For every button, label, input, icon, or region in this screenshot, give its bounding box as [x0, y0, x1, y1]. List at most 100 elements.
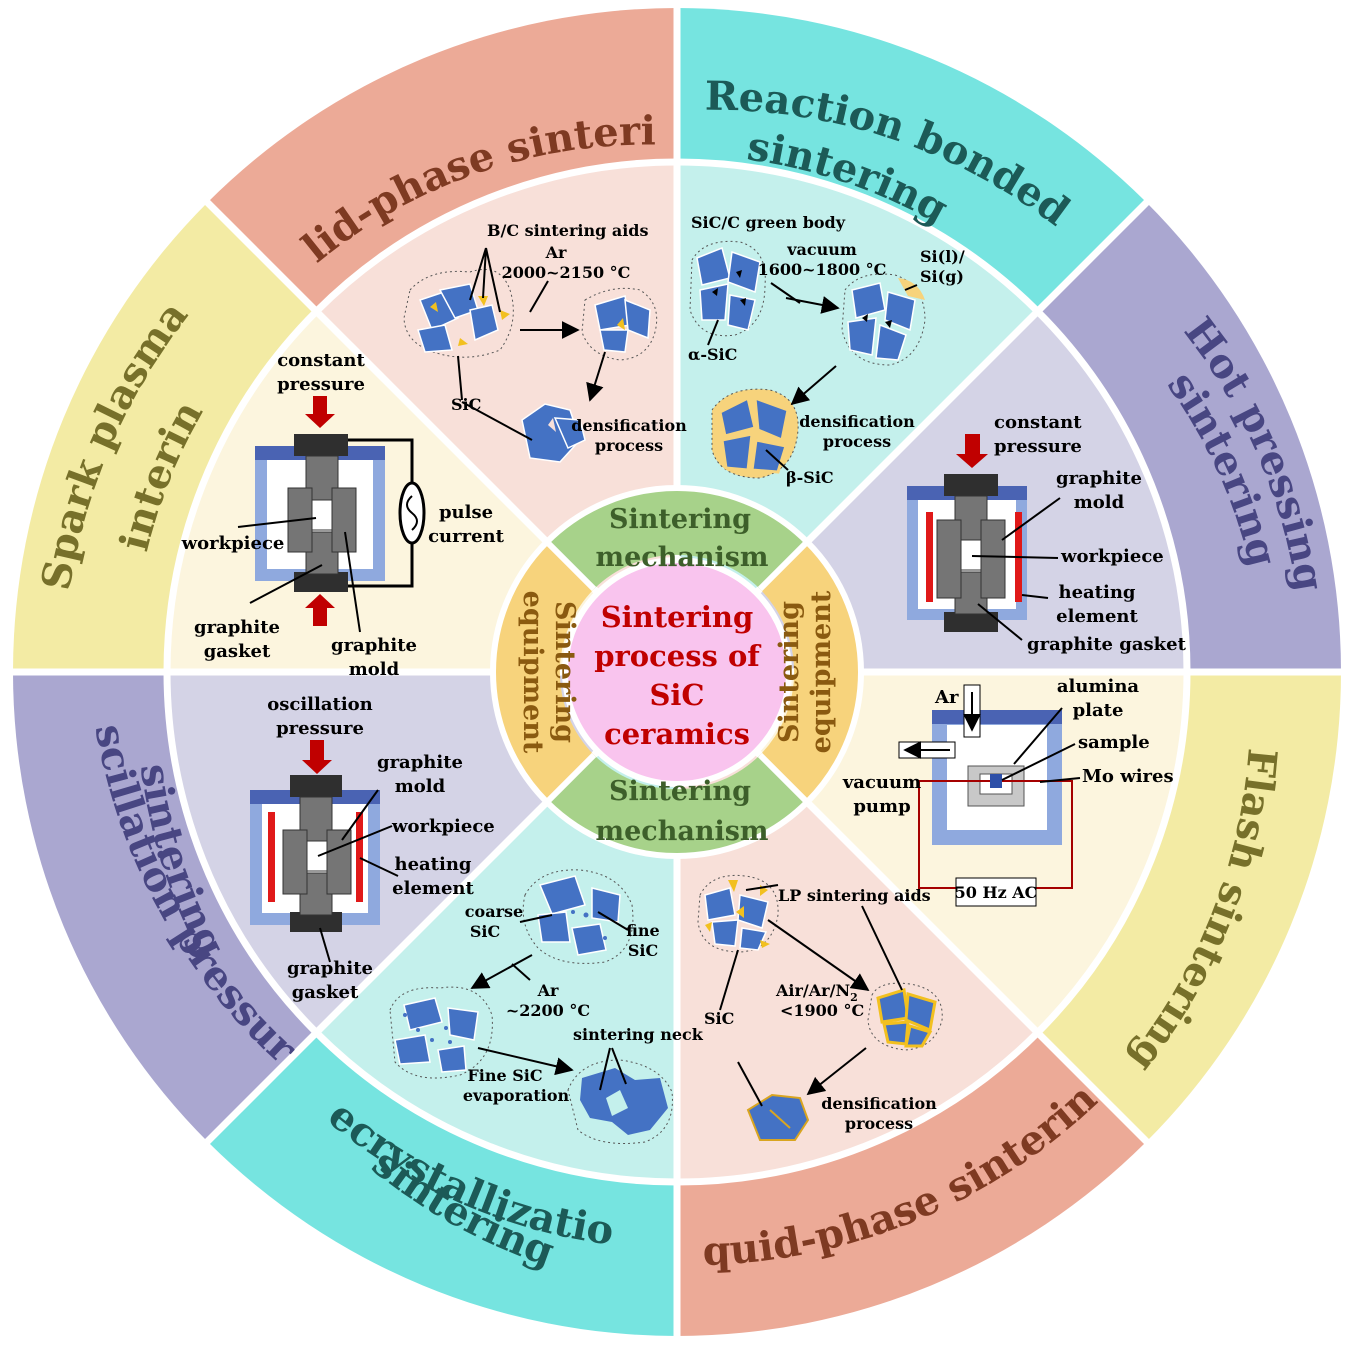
sic-grain	[437, 1045, 467, 1073]
recryst-fine-label-1: fine	[626, 921, 659, 940]
hot-pressing-panel: constant pressure graphite mold workpiec…	[907, 412, 1187, 655]
center-line-4: ceramics	[604, 717, 750, 751]
sic-grain	[851, 282, 886, 319]
inner-ring-left	[493, 542, 594, 802]
oscill-heat-label-1: heating	[394, 854, 471, 875]
oscill-mold-label-1: graphite	[377, 752, 463, 773]
inner-top-label-2: mechanism	[596, 542, 769, 573]
punch-cap	[944, 612, 998, 632]
recryst-evap-label-2: evaporation	[463, 1086, 570, 1105]
reaction-bonded-panel: SiC/C green body vacuum 1600~1800 °C Si(…	[688, 213, 965, 487]
inner-bottom-label-1: Sintering	[609, 776, 751, 807]
recryst-coarse-label-1: coarse	[465, 902, 523, 921]
solid-dens-label-1: densification	[571, 416, 687, 435]
flash-mo-label: Mo wires	[1082, 766, 1174, 787]
inner-ring-top	[547, 488, 807, 589]
spark-plasma-panel: constant pressure pulse current workpiec…	[181, 350, 505, 680]
inner-bottom-label-2: mechanism	[596, 816, 769, 847]
sic-grain	[469, 304, 499, 342]
oscill-mold-label-2: mold	[395, 776, 446, 797]
recryst-neck-label: sintering neck	[573, 1025, 704, 1044]
hot-work-label: workpiece	[1060, 546, 1164, 567]
center-line-1: Sintering	[601, 600, 754, 634]
reaction-dens-label-1: densification	[799, 412, 915, 431]
inner-right-label-1: Sintering	[774, 601, 805, 743]
liquid-temp-label: <1900 °C	[780, 1001, 864, 1020]
hot-press-label-1: constant	[994, 412, 1082, 433]
reaction-dens-label-2: process	[823, 432, 891, 451]
hot-gasket-label: graphite gasket	[1027, 634, 1187, 655]
sic-grain	[394, 1034, 431, 1065]
solid-temp-label: 2000~2150 °C	[502, 263, 631, 282]
ac-source	[955, 877, 1037, 907]
sic-grain	[753, 395, 790, 443]
reaction-alpha-label: α-SiC	[688, 345, 737, 364]
hot-mold-label-1: graphite	[1056, 468, 1142, 489]
sic-grain	[727, 250, 761, 294]
inner-ring-right	[760, 542, 861, 802]
graphite-mold	[326, 829, 352, 895]
flash-ar-label: Ar	[934, 687, 959, 708]
hot-heat-label-2: element	[1056, 606, 1138, 627]
solid-phase-panel: B/C sintering aids Ar 2000~2150 °C SiC d…	[403, 221, 687, 463]
sic-grain	[711, 919, 739, 947]
sic-grain	[720, 432, 754, 472]
reaction-vac-label: vacuum	[786, 240, 857, 259]
sic-grain	[904, 992, 937, 1033]
reaction-si-label-1: Si(l)/	[920, 247, 965, 266]
spark-press-label-2: pressure	[277, 374, 365, 395]
spark-mold-label-2: mold	[349, 659, 400, 680]
hot-mold-label-2: mold	[1074, 492, 1125, 513]
solid-aids-label: B/C sintering aids	[487, 221, 649, 240]
sic-grain	[704, 887, 736, 921]
mo-wire	[918, 780, 990, 889]
heating-element	[926, 512, 933, 602]
oscill-gasket-label-2: gasket	[292, 982, 359, 1003]
center-line-3: SiC	[649, 678, 704, 712]
pressure-arrow-icon	[305, 594, 335, 626]
heating-element	[356, 812, 363, 902]
sic-grain	[884, 291, 916, 332]
flash-sample-label: sample	[1078, 732, 1150, 753]
spark-work-label: workpiece	[181, 533, 285, 554]
sic-grain	[727, 294, 756, 331]
sic-grain	[904, 1024, 933, 1048]
inner-left-label-1: Sintering	[549, 601, 580, 743]
workpiece	[306, 840, 328, 872]
reaction-si-label-2: Si(g)	[920, 267, 964, 286]
oscill-press-label-1: oscillation	[267, 694, 373, 715]
punch-cap	[294, 434, 348, 456]
liquid-dens-label-2: process	[845, 1114, 913, 1133]
sic-grain	[417, 324, 453, 353]
heating-element	[268, 812, 275, 902]
center-title: Sintering process of SiC ceramics	[594, 600, 762, 751]
workpiece	[311, 499, 333, 531]
sic-grain	[875, 323, 907, 361]
solid-sic-label: SiC	[451, 395, 481, 414]
spark-mold-label-1: graphite	[331, 635, 417, 656]
spark-pulse-label-2: current	[428, 526, 505, 547]
recrystallization-panel: coarse SiC fine SiC Ar ~2200 °C sinterin…	[389, 869, 704, 1144]
spark-gasket-label-1: graphite	[194, 617, 280, 638]
flash-vac-label-2: pump	[853, 796, 910, 817]
graphite-mold	[936, 519, 962, 599]
flash-sintering-panel: Ar alumina plate sample Mo wires vacuum …	[842, 676, 1174, 907]
sic-grain	[538, 875, 586, 915]
flash-vac-label-1: vacuum	[842, 772, 921, 793]
sic-grain	[599, 329, 629, 353]
pressure-arrow-icon	[305, 396, 335, 428]
oscillation-pressure-panel: oscillation pressure graphite mold workp…	[250, 694, 495, 1003]
workpiece	[960, 539, 982, 571]
recryst-coarse-label-2: SiC	[470, 922, 500, 941]
graphite-mold	[980, 519, 1006, 599]
sic-grain	[403, 997, 443, 1031]
reaction-beta-label: β-SiC	[786, 468, 834, 487]
flash-alumina-label-2: plate	[1073, 700, 1124, 721]
recryst-temp-label: ~2200 °C	[506, 1001, 590, 1020]
punch-cap	[944, 474, 998, 496]
inner-right-label-2: equipment	[806, 590, 837, 753]
solid-dens-label-2: process	[595, 436, 663, 455]
punch-cap	[290, 775, 342, 797]
center-circle	[562, 557, 792, 787]
sample	[990, 774, 1002, 788]
